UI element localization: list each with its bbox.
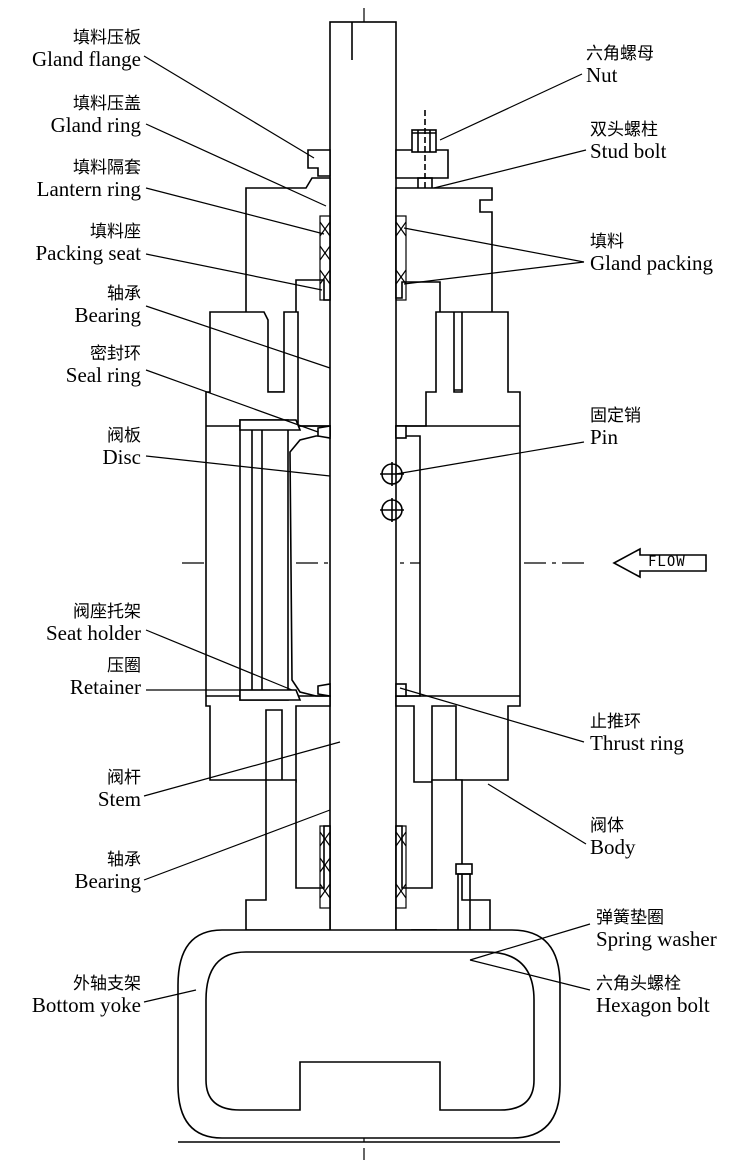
label-en: Gland packing (590, 251, 714, 275)
label-en: Nut (586, 63, 618, 87)
label-en: Lantern ring (36, 177, 141, 201)
label-en: Seal ring (65, 363, 141, 387)
label-zh: 阀杆 (107, 768, 141, 788)
label-zh: 弹簧垫圈 (596, 908, 664, 928)
label-en: Bearing (74, 869, 141, 893)
label-en: Bearing (74, 303, 141, 327)
flow-arrow-icon (612, 547, 707, 579)
label-en: Stem (97, 787, 141, 811)
leader-lines (143, 55, 591, 1003)
label-zh: 六角头螺栓 (596, 974, 681, 994)
label-en: Retainer (69, 675, 141, 699)
label-en: Pin (590, 425, 619, 449)
label-zh: 外轴支架 (73, 974, 141, 994)
label-zh: 填料 (590, 232, 624, 252)
label-en: Gland ring (50, 113, 141, 137)
label-zh: 密封环 (90, 344, 141, 364)
label-zh: 双头螺柱 (590, 120, 658, 140)
flow-label: FLOW (648, 554, 686, 570)
label-zh: 轴承 (107, 850, 141, 870)
label-en: Body (590, 835, 636, 859)
label-zh: 压圈 (107, 656, 141, 676)
label-en: Stud bolt (590, 139, 667, 163)
label-zh: 阀座托架 (73, 602, 141, 622)
seal-ring-shape (317, 425, 407, 697)
pin-shape (380, 462, 404, 522)
label-en: Disc (102, 445, 142, 469)
gland-flange-shape (307, 129, 449, 179)
label-zh: 阀板 (107, 426, 141, 446)
label-zh: 止推环 (590, 712, 641, 732)
label-en: Bottom yoke (31, 993, 141, 1017)
label-zh: 固定销 (590, 406, 641, 426)
label-zh: 填料座 (90, 222, 141, 242)
label-en: Spring washer (596, 927, 717, 951)
label-en: Packing seat (35, 241, 141, 265)
label-zh: 轴承 (107, 284, 141, 304)
label-zh: 阀体 (590, 816, 624, 836)
label-zh: 六角螺母 (586, 44, 654, 64)
label-zh: 填料压板 (73, 28, 141, 48)
label-en: Hexagon bolt (596, 993, 710, 1017)
label-zh: 填料压盖 (73, 94, 141, 114)
label-en: Gland flange (31, 47, 141, 71)
bottom-yoke-shape (177, 929, 561, 1143)
label-en: Seat holder (45, 621, 141, 645)
label-zh: 填料隔套 (73, 158, 141, 178)
label-en: Thrust ring (590, 731, 684, 755)
